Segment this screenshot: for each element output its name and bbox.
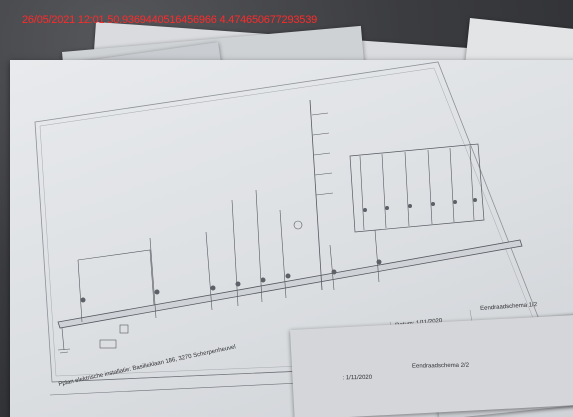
subpanel-branches: [359, 145, 475, 231]
switch-symbol: [293, 220, 303, 230]
main-busbar: [57, 239, 523, 329]
left-branches: [77, 189, 380, 323]
paper-sheet-front-1: : 1/11/2020 Eendraadschema 2/2: [290, 314, 573, 417]
component-symbols: [80, 198, 477, 303]
main-switch: [119, 324, 129, 334]
feeder-taps: [311, 112, 334, 196]
second-date-text: : 1/11/2020: [342, 374, 373, 382]
ground-symbol: [57, 327, 71, 354]
second-sheet-name-text: Eendraadschema 2/2: [411, 362, 470, 370]
subpanel-box: [349, 143, 485, 233]
timestamp-overlay: 26/05/2021 12:01 50.9369440516456966 4.4…: [22, 14, 318, 26]
meter-box: [99, 339, 117, 349]
